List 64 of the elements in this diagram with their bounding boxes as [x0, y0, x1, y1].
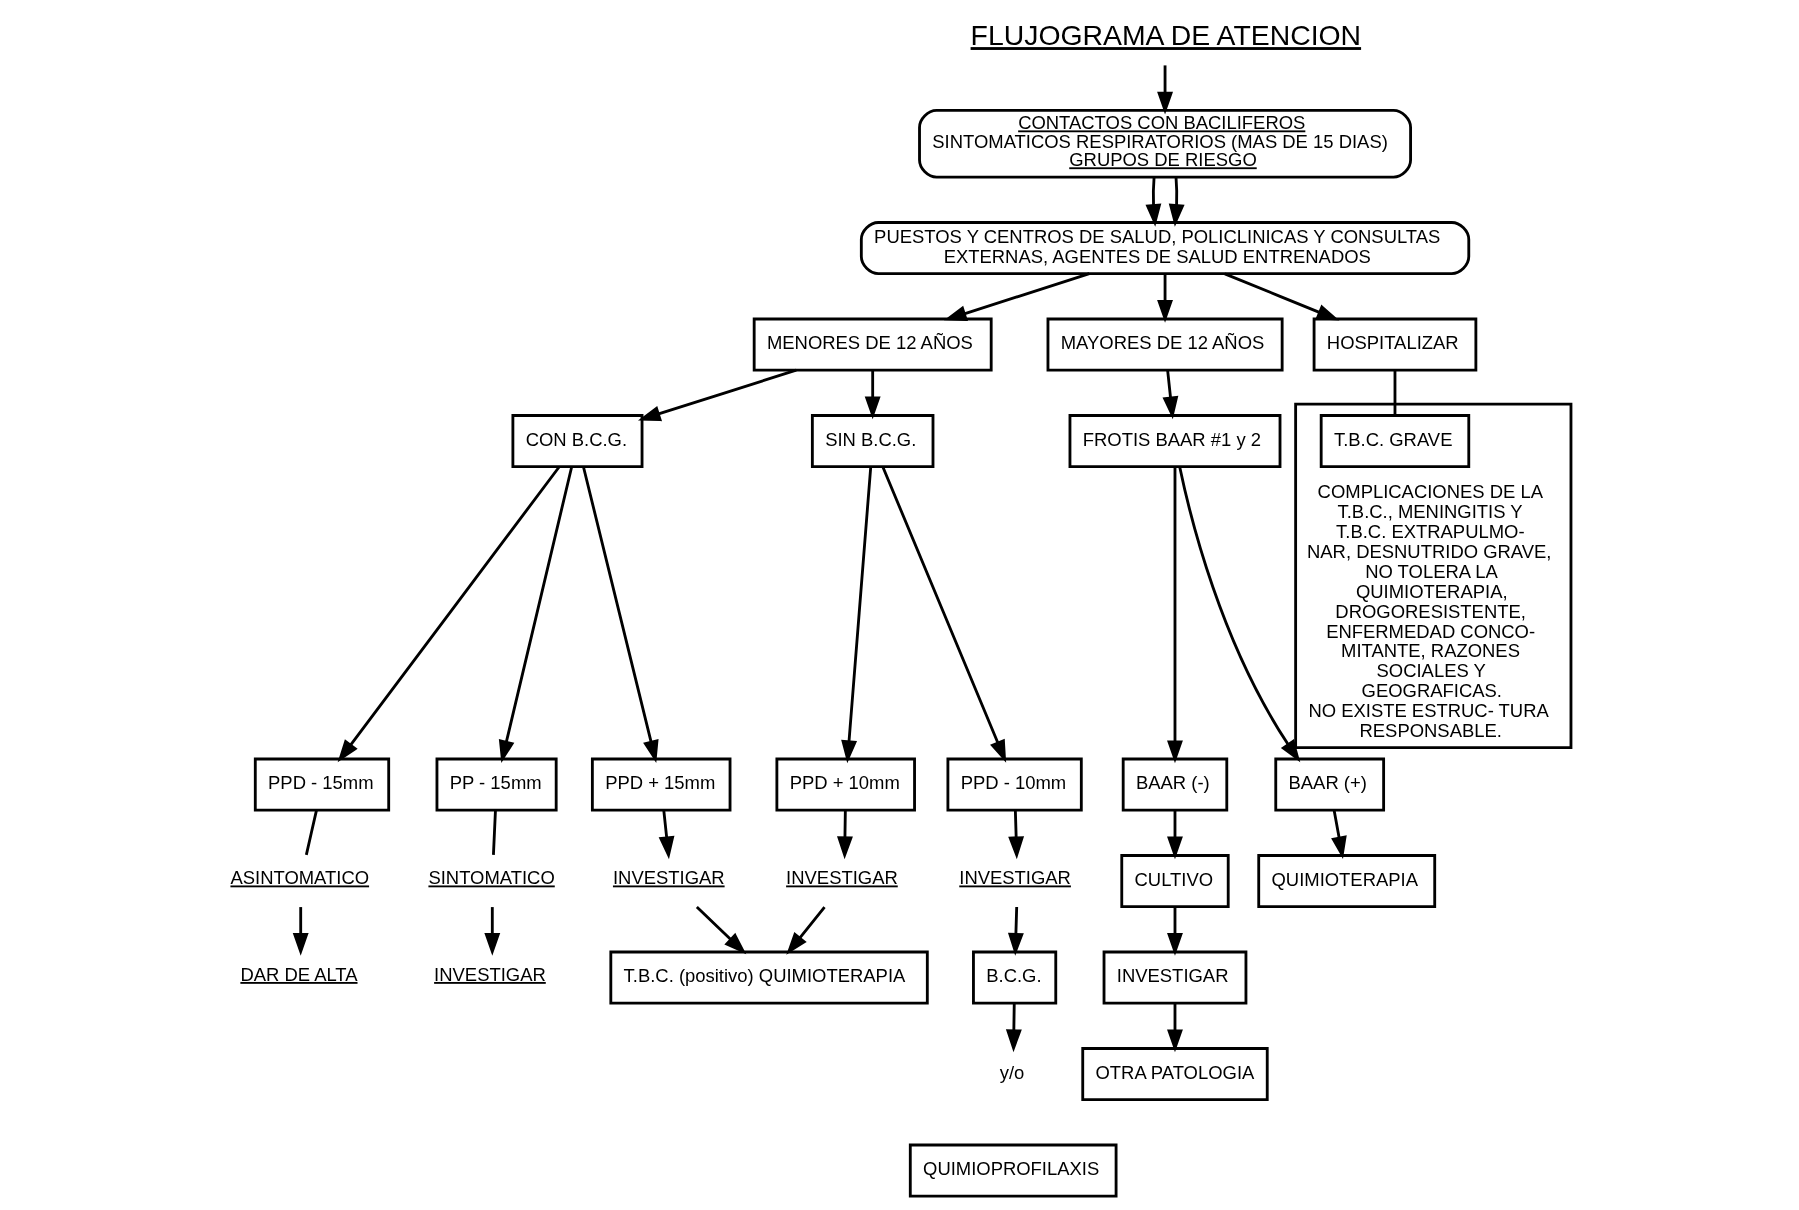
arrow [1166, 810, 1183, 860]
node-box: FROTIS BAAR #1 y 2 [1068, 414, 1281, 469]
node-box: CONTACTOS CON BACILIFEROS SINTOMATICOS RESPIRATORIOS (MAS DE 15 DIAS) GRUPOS DE RIESGO [917, 108, 1412, 179]
node-text: SINTOMATICO [427, 867, 555, 889]
node-box: PPD - 10mm [946, 757, 1083, 812]
arrow [1166, 907, 1183, 956]
arrow [695, 906, 746, 955]
node-text: INVESTIGAR [785, 867, 898, 889]
arrow [1177, 466, 1300, 763]
node-box: INVESTIGAR [1102, 950, 1247, 1005]
arrow [840, 466, 872, 764]
node-text: INVESTIGAR [958, 867, 1071, 889]
node-box: MAYORES DE 12 AÑOS [1046, 317, 1284, 372]
arrow [836, 810, 853, 860]
arrow [498, 466, 573, 764]
arrow [785, 906, 826, 955]
arrow [1005, 1003, 1022, 1053]
node-text: INVESTIGAR [612, 867, 725, 889]
arrow [1007, 907, 1024, 956]
node-box: T.B.C. (positivo) QUIMIOTERAPIA [608, 950, 929, 1005]
node-box: QUIMIOTERAPIA [1256, 854, 1436, 908]
arrow [864, 370, 881, 420]
node-box: HOSPITALIZAR [1312, 317, 1477, 372]
arrow [1145, 177, 1161, 227]
node-box: OTRA PATOLOGIA [1080, 1047, 1269, 1102]
node-text: ASINTOMATICO [229, 867, 369, 889]
node-box: PPD - 15mm [253, 757, 390, 812]
node-box: BAAR (-) [1121, 757, 1228, 812]
connector [1393, 370, 1396, 415]
arrow [943, 272, 1090, 321]
connector [491, 810, 497, 855]
arrow [1156, 65, 1173, 115]
node-box: BAAR (+) [1273, 757, 1385, 812]
node-box: SIN B.C.G. [810, 414, 934, 469]
arrow [1330, 810, 1347, 860]
node-box: CON B.C.G. [510, 414, 643, 469]
arrow [1168, 177, 1185, 227]
node-text: FLUJOGRAMA DE ATENCION [970, 19, 1361, 52]
node-box: PP - 15mm [435, 757, 558, 812]
arrow [292, 907, 309, 956]
node-text: DAR DE ALTA [239, 963, 358, 985]
node-box: T.B.C. GRAVE [1319, 414, 1470, 469]
node-text: INVESTIGAR [433, 963, 546, 985]
arrow [658, 810, 674, 860]
arrow [1166, 467, 1183, 764]
arrow [637, 368, 797, 422]
node-box: B.C.G. [971, 950, 1057, 1005]
arrow [881, 466, 1006, 763]
arrow [1007, 810, 1024, 860]
node-box: CULTIVO [1119, 854, 1230, 908]
arrow [1166, 1003, 1183, 1053]
node-box: MENORES DE 12 AÑOS [752, 317, 993, 372]
connector [304, 810, 318, 856]
node-box: QUIMIOPROFILAXIS [908, 1143, 1117, 1198]
arrow [581, 466, 659, 764]
arrow [1223, 272, 1339, 321]
node-box: PPD + 15mm [590, 757, 731, 812]
arrow [1162, 370, 1178, 420]
arrow [1156, 274, 1173, 323]
node-box: PPD + 10mm [774, 757, 916, 812]
arrow [337, 466, 560, 763]
arrow [483, 907, 500, 956]
node-box: PUESTOS Y CENTROS DE SALUD, POLICLINICAS Y CONSULTAS EXTERNAS, AGENTES DE SALUD ENTRENADOS [859, 221, 1470, 276]
node-text: y/o [999, 1061, 1024, 1083]
